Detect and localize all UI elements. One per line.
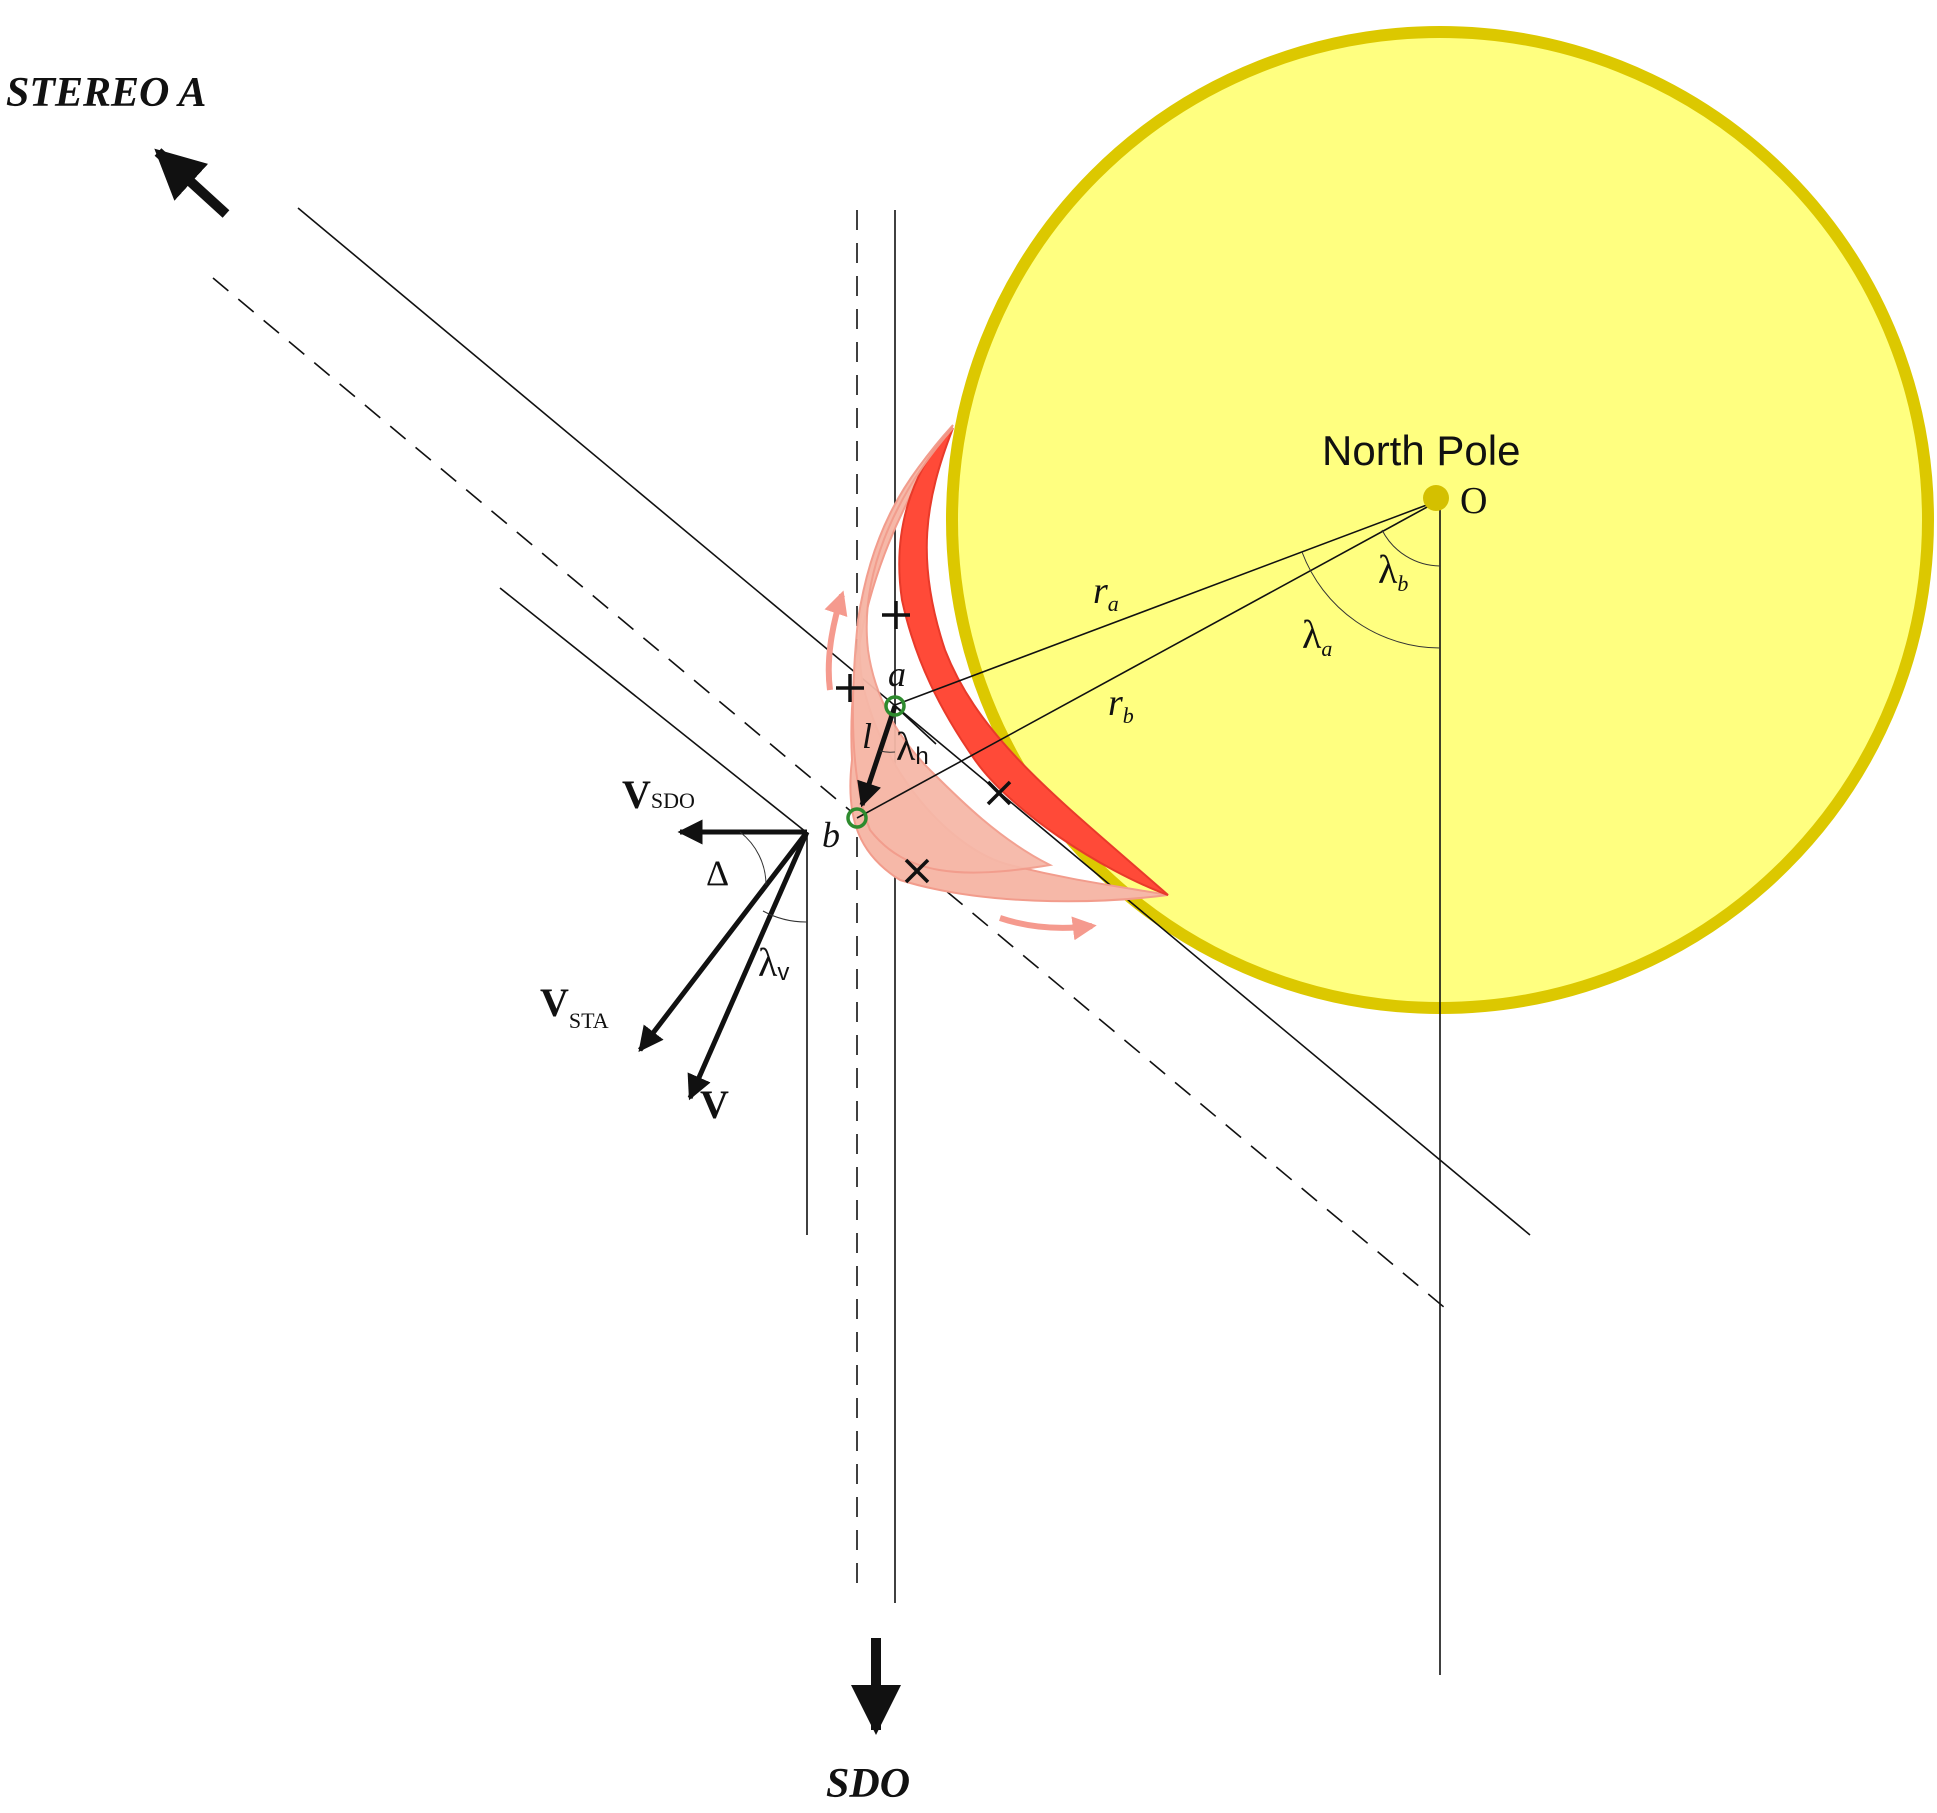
v-sta-label: VSTA: [540, 980, 609, 1033]
x-marker-lower: [904, 858, 930, 884]
lambda-v-label: λv: [758, 940, 789, 986]
delta-label: Δ: [706, 853, 729, 893]
lambda-h-arc: [879, 750, 896, 753]
flow-arrow-right: [999, 915, 1097, 941]
lambda-h-label: λh: [896, 724, 929, 770]
radius-b-line: [856, 499, 1441, 819]
v-vector: [687, 830, 810, 1101]
r-a-label: ra: [1093, 570, 1119, 616]
plus-marker-upper: [882, 601, 910, 629]
north-pole-dot: [1423, 485, 1449, 511]
point-a-label: a: [888, 654, 906, 694]
lambda-v-arc: [762, 910, 808, 923]
point-b-label: b: [822, 815, 840, 855]
lambda-b-arc: [1381, 529, 1441, 567]
point-a-marker: [884, 695, 906, 717]
delta-arc: [739, 831, 767, 886]
v-sdo-label: VSDO: [622, 772, 695, 817]
v-sta-vector: [638, 830, 809, 1052]
north-pole-label: North Pole: [1322, 427, 1520, 474]
radius-a-line: [894, 499, 1441, 706]
flow-arrow-up: [824, 590, 848, 691]
stereo-los-line-lower: [499, 587, 807, 833]
lambda-a-arc: [1301, 551, 1441, 649]
loop-light-overlay: [852, 427, 1054, 874]
r-b-label: rb: [1108, 682, 1134, 728]
x-marker-upper: [986, 780, 1012, 806]
lambda-b-label: λb: [1378, 547, 1408, 596]
length-l-label: l: [862, 716, 872, 756]
sdo-label: SDO: [826, 1761, 910, 1807]
stereo-los-dashed-line: [212, 277, 1446, 1309]
stereo-a-label: STEREO A: [6, 70, 206, 116]
loop-dark: [898, 427, 1169, 896]
stereo-los-line-upper: [297, 207, 1531, 1236]
origin-label: O: [1460, 480, 1487, 522]
v-total-label: V: [700, 1082, 729, 1127]
segment-l-vector: [857, 705, 898, 808]
stereo-a-direction-arrow: [154, 148, 230, 218]
plus-marker-lower: [836, 674, 864, 702]
lambda-a-label: λa: [1302, 612, 1332, 661]
point-b-marker: [846, 807, 868, 829]
